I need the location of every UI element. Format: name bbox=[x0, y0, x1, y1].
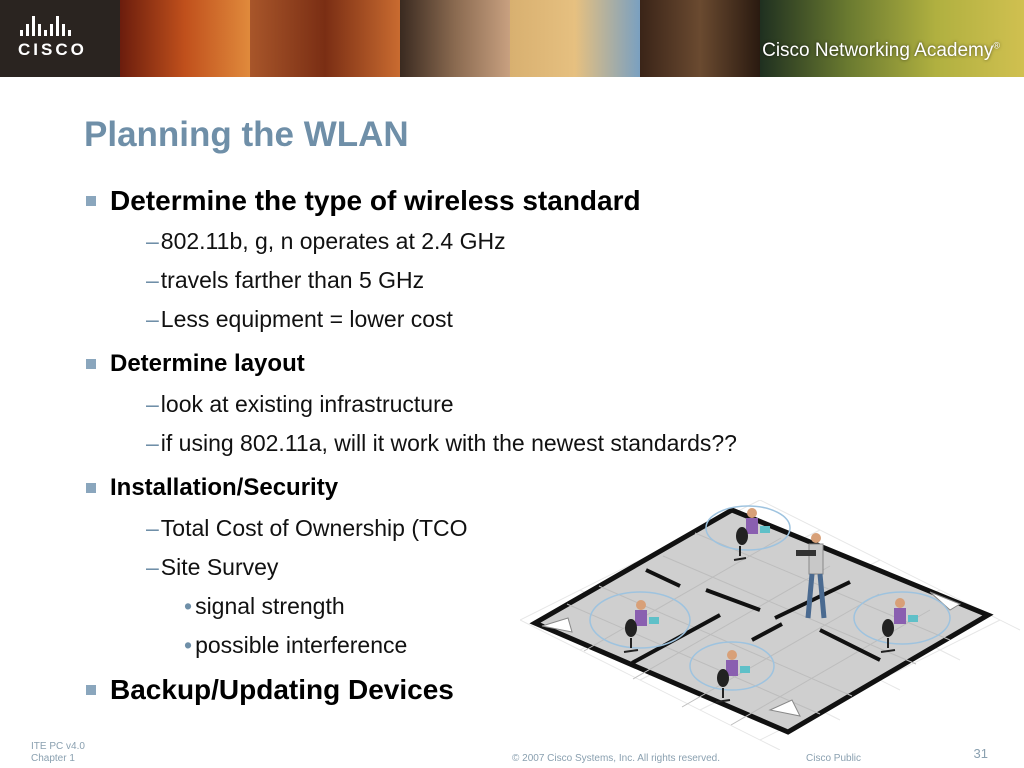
bullet-layout: Determine layout bbox=[84, 343, 1004, 385]
cisco-logo-text: CISCO bbox=[18, 40, 87, 59]
banner-photo-1 bbox=[120, 0, 250, 77]
person-seated-1 bbox=[733, 508, 770, 561]
sub-sub-bullet: •possible interference bbox=[184, 632, 408, 658]
footer-course: ITE PC v4.0 bbox=[31, 741, 85, 752]
bullet-square-icon bbox=[86, 196, 96, 206]
banner-photo-3 bbox=[400, 0, 510, 77]
bullet-square-icon bbox=[86, 685, 96, 695]
bullet-wireless-standard: Determine the type of wireless standard bbox=[84, 180, 1004, 222]
bullet-list: Determine the type of wireless standard … bbox=[84, 180, 1004, 711]
footer-chapter: Chapter 1 bbox=[31, 753, 75, 764]
footer-classification: Cisco Public bbox=[806, 753, 862, 764]
bullet-square-icon bbox=[86, 483, 96, 493]
sub-sub-bullet: •signal strength bbox=[184, 593, 345, 619]
banner-photo-5 bbox=[640, 0, 760, 77]
header-banner: CISCO Cisco Networking Academy® bbox=[0, 0, 1024, 77]
footer-copyright: © 2007 Cisco Systems, Inc. All rights re… bbox=[512, 753, 721, 764]
wireless-signal-icon bbox=[589, 505, 951, 691]
sub-bullet: –802.11b, g, n operates at 2.4 GHz bbox=[146, 228, 506, 254]
cisco-logo-icon bbox=[20, 16, 87, 36]
person-seated-4 bbox=[715, 650, 750, 703]
page-number: 31 bbox=[973, 746, 988, 761]
floor-area bbox=[529, 507, 994, 735]
sub-bullet: –Less equipment = lower cost bbox=[146, 306, 453, 332]
person-standing-surveyor bbox=[796, 533, 827, 619]
slide-title: Planning the WLAN bbox=[84, 115, 409, 154]
sub-bullet: –Site Survey bbox=[146, 554, 279, 580]
bullet-square-icon bbox=[86, 359, 96, 369]
academy-label: Cisco Networking Academy® bbox=[762, 40, 1000, 61]
sub-bullet: –look at existing infrastructure bbox=[146, 391, 454, 417]
door-icon bbox=[541, 591, 962, 717]
cisco-logo: CISCO bbox=[18, 16, 87, 60]
banner-photo-2 bbox=[250, 0, 400, 77]
sub-bullet: –Total Cost of Ownership (TCO bbox=[146, 515, 468, 541]
person-seated-3 bbox=[880, 598, 918, 653]
bullet-installation-security: Installation/Security bbox=[84, 467, 1004, 509]
wlan-floorplan-diagram bbox=[520, 500, 1021, 750]
banner-photo-6 bbox=[760, 0, 1024, 77]
sub-bullet: –travels farther than 5 GHz bbox=[146, 267, 425, 293]
bullet-backup-updating: Backup/Updating Devices bbox=[84, 669, 1004, 711]
banner-photo-4 bbox=[510, 0, 640, 77]
person-seated-2 bbox=[623, 600, 659, 653]
sub-bullet: –if using 802.11a, will it work with the… bbox=[146, 430, 737, 456]
